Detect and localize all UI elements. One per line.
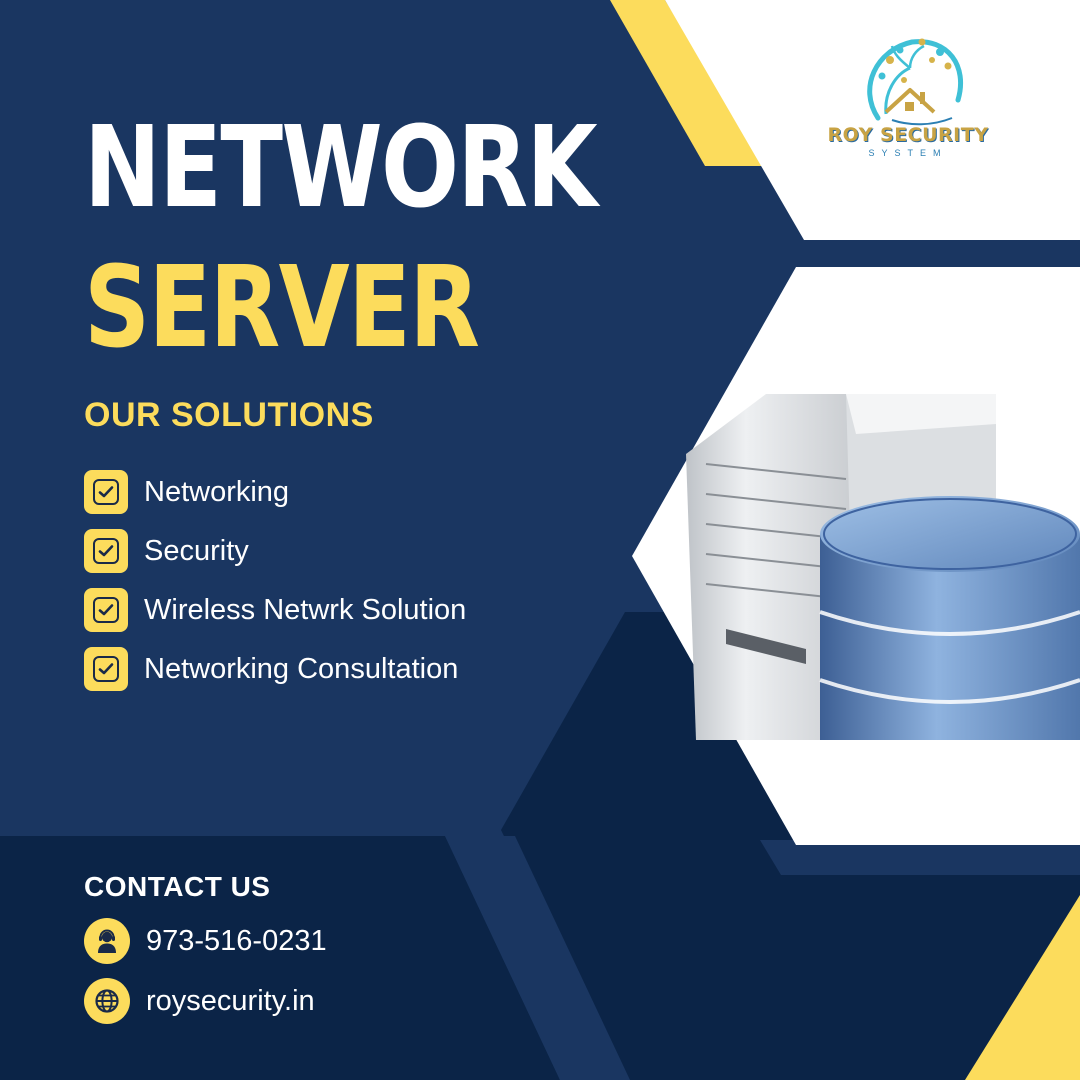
check-icon xyxy=(84,470,128,514)
globe-icon xyxy=(84,978,130,1024)
solutions-heading: OUR SOLUTIONS xyxy=(84,396,374,434)
headline-network: NETWORK xyxy=(84,103,598,233)
check-icon xyxy=(84,647,128,691)
company-logo-emblem xyxy=(867,38,964,126)
phone-number[interactable]: 973-516-0231 xyxy=(146,924,327,957)
dark-bottom-panel xyxy=(0,836,560,1080)
solution-item-consultation: Networking Consultation xyxy=(84,647,466,691)
server-case-front xyxy=(686,394,856,740)
headline-server: SERVER xyxy=(84,243,480,373)
logo-name: ROY SECURITY xyxy=(827,124,989,146)
solution-item-networking: Networking xyxy=(84,470,466,514)
contact-phone[interactable]: 973-516-0231 xyxy=(84,918,327,964)
solution-label: Security xyxy=(144,534,249,567)
bottom-separator-band xyxy=(445,836,630,1080)
check-icon xyxy=(84,529,128,573)
check-icon xyxy=(84,588,128,632)
solution-label: Networking xyxy=(144,475,290,508)
solutions-list: Networking Security Wireless Netwrk Solu… xyxy=(84,470,466,706)
support-agent-icon xyxy=(84,918,130,964)
logo-tagline: SYSTEM xyxy=(868,148,948,158)
inner-separator-band xyxy=(760,840,1080,875)
contact-heading: CONTACT US xyxy=(84,871,271,902)
solution-label: Wireless Netwrk Solution xyxy=(144,593,467,626)
white-logo-panel xyxy=(665,0,1080,240)
solution-label: Networking Consultation xyxy=(144,652,459,685)
yellow-corner-bottom xyxy=(965,895,1080,1080)
website-url[interactable]: roysecurity.in xyxy=(146,984,315,1017)
disk-slot xyxy=(726,629,806,664)
solution-item-security: Security xyxy=(84,529,466,573)
solution-item-wireless: Wireless Netwrk Solution xyxy=(84,588,466,632)
yellow-stripe-top xyxy=(610,0,765,166)
server-illustration xyxy=(686,394,1080,740)
database-icon xyxy=(819,496,1080,740)
contact-website[interactable]: roysecurity.in xyxy=(84,978,315,1024)
